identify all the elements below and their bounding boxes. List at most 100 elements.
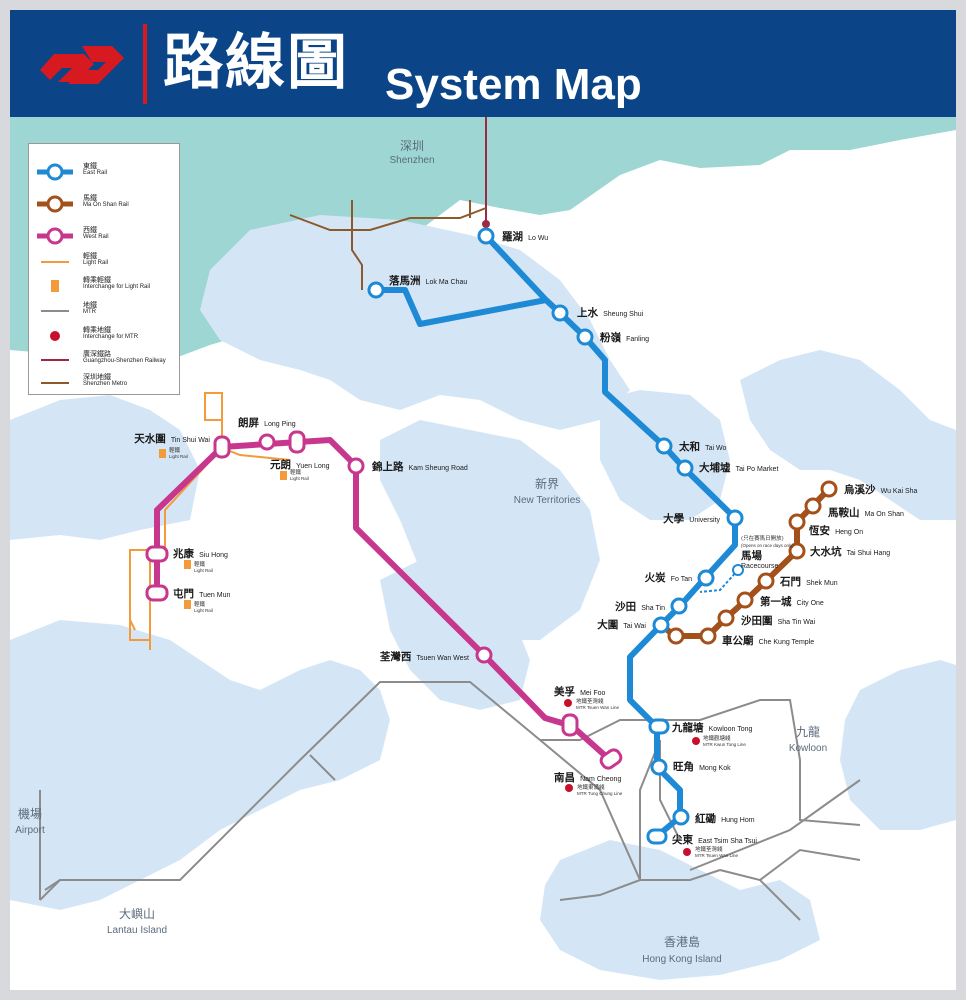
racecourse-note-en: (Opens on race days only) xyxy=(741,543,794,548)
guangzhou-shenzhen-railway-icon xyxy=(41,359,69,361)
station-siu-hong[interactable] xyxy=(145,545,169,563)
station-tai-po-market[interactable] xyxy=(676,459,694,477)
station-hung-hom[interactable] xyxy=(672,808,690,826)
station-tuen-mun[interactable] xyxy=(145,584,169,602)
station-tai-shui-hang[interactable] xyxy=(788,542,806,560)
legend-label-zh: 轉乘輕鐵 xyxy=(83,276,111,284)
station-fo-tan[interactable] xyxy=(697,569,715,587)
station-tai-wai[interactable] xyxy=(652,616,670,634)
station-label-kam-sheung-road: 錦上路 Kam Sheung Road xyxy=(371,455,468,474)
station-mei-foo[interactable] xyxy=(561,713,579,737)
station-label-tuen-mun: 屯門 Tuen Mun xyxy=(173,582,230,601)
station-fanling[interactable] xyxy=(576,328,594,346)
legend-label-en: Guangzhou-Shenzhen Railway xyxy=(83,358,166,364)
header-divider xyxy=(143,24,147,104)
station-che-kung-temple[interactable] xyxy=(699,627,717,645)
light-rail-interchange-icon xyxy=(184,600,191,609)
mtr-interchange-badges xyxy=(564,699,700,856)
legend-item-guangzhou-shenzhen: 廣深鐵路 Guangzhou-Shenzhen Railway xyxy=(29,348,179,372)
station-label-fanling: 粉嶺 Fanling xyxy=(600,326,649,345)
light-rail-icon xyxy=(41,261,69,263)
legend-label-zh: 馬鐵 xyxy=(83,194,97,202)
mtr-lines xyxy=(39,681,861,921)
mtr-line-icon xyxy=(41,310,69,312)
station-university[interactable] xyxy=(726,509,744,527)
region-label-lantau-en: Lantau Island xyxy=(107,925,167,936)
tin-shui-wai-lr-zh: 輕鐵 xyxy=(169,446,181,454)
station-city-one[interactable] xyxy=(736,591,754,609)
station-wu-kai-sha[interactable] xyxy=(820,480,838,498)
station-long-ping[interactable] xyxy=(258,433,276,451)
station-sheung-shui[interactable] xyxy=(551,304,569,322)
nam-cheong-mtr-zh: 地鐵東涌綫 xyxy=(577,783,605,791)
station-label-yuen-long: 元朗 Yuen Long xyxy=(270,453,330,472)
mei-foo-mtr-zh: 地鐵荃灣綫 xyxy=(576,697,604,705)
station-label-east-tsim-sha-tsui: 尖東 East Tsim Sha Tsui xyxy=(672,828,757,847)
legend-item-west-rail: 西鐵 West Rail xyxy=(29,224,179,248)
station-lok-ma-chau[interactable] xyxy=(367,281,385,299)
water-areas xyxy=(10,350,956,980)
station-yuen-long[interactable] xyxy=(288,430,306,454)
ma-on-shan-rail-icon xyxy=(37,195,73,213)
page-title-zh: 路線圖 xyxy=(163,28,349,98)
region-label-kowloon-en: Kowloon xyxy=(789,743,827,754)
station-label-racecourse-en: Racecourse xyxy=(741,563,778,570)
station-tai-wai-mos[interactable] xyxy=(667,627,685,645)
mtr-interchange-icon xyxy=(683,848,691,856)
kowloon-tong-mtr-zh: 地鐵觀塘綫 xyxy=(703,734,731,742)
region-label-airport-zh: 機場 xyxy=(18,806,42,821)
station-tin-shui-wai[interactable] xyxy=(213,435,231,459)
station-ma-on-shan[interactable] xyxy=(804,497,822,515)
page-title-en: System Map xyxy=(385,60,642,109)
legend-label-zh: 東鐵 xyxy=(83,162,97,170)
legend-item-light-rail: 輕鐵 Light Rail xyxy=(29,250,179,274)
station-lo-wu[interactable] xyxy=(477,227,495,245)
light-rail-interchange-icon xyxy=(184,560,191,569)
legend-label-en: Ma On Shan Rail xyxy=(83,202,129,208)
legend-label-en: Light Rail xyxy=(83,260,109,266)
west-rail-line xyxy=(154,437,613,763)
station-label-heng-on: 恆安 Heng On xyxy=(808,519,863,538)
station-tai-wo[interactable] xyxy=(655,437,673,455)
station-label-sheung-shui: 上水 Sheung Shui xyxy=(577,301,644,320)
station-label-tai-wo: 太和 Tai Wo xyxy=(678,435,726,454)
east-tst-mtr-en: MTR Tsuen Wan Line xyxy=(695,853,739,858)
mtr-interchange-icon xyxy=(565,784,573,792)
tuen-mun-lr-zh: 輕鐵 xyxy=(194,600,206,608)
nam-cheong-mtr-en: MTR Tung Chung Line xyxy=(577,791,623,796)
legend-label-zh: 地鐵 xyxy=(83,301,97,309)
siu-hong-lr-zh: 輕鐵 xyxy=(194,560,206,568)
station-tsuen-wan-west[interactable] xyxy=(475,646,493,664)
station-sha-tin[interactable] xyxy=(670,597,688,615)
station-mong-kok[interactable] xyxy=(650,758,668,776)
light-rail-interchange-icon xyxy=(159,449,166,458)
legend-label-en: East Rail xyxy=(83,170,108,176)
station-racecourse[interactable] xyxy=(732,564,744,576)
station-label-tsuen-wan-west: 荃灣西 Tsuen Wan West xyxy=(380,645,469,664)
kowloon-tong-mtr-en: MTR Kwun Tong Line xyxy=(703,742,746,747)
legend-label-en: MTR xyxy=(83,309,96,315)
legend-label-en: Interchange for Light Rail xyxy=(83,284,151,290)
station-label-tai-shui-hang: 大水坑 Tai Shui Hang xyxy=(810,540,890,559)
station-heng-on[interactable] xyxy=(788,513,806,531)
station-label-nam-cheong: 南昌 Nam Cheong xyxy=(554,766,621,785)
racecourse-note: (只在賽馬日開放) xyxy=(741,534,784,542)
mtr-interchange-icon xyxy=(692,737,700,745)
legend-label-en: Interchange for MTR xyxy=(83,334,139,340)
header-bar: 路線圖 System Map xyxy=(10,10,956,117)
station-kam-sheung-road[interactable] xyxy=(347,457,365,475)
region-label-hong-kong-island-zh: 香港島 xyxy=(664,934,700,949)
station-sha-tin-wai[interactable] xyxy=(717,609,735,627)
station-shek-mun[interactable] xyxy=(757,572,775,590)
station-label-mong-kok: 旺角 Mong Kok xyxy=(673,755,731,774)
mtr-interchange-icon xyxy=(50,331,60,341)
station-label-lok-ma-chau: 落馬洲 Lok Ma Chau xyxy=(389,269,467,288)
station-east-tsim-sha-tsui[interactable] xyxy=(646,828,668,845)
west-rail-stations xyxy=(145,430,623,771)
station-nam-cheong[interactable] xyxy=(599,748,623,771)
map-canvas: 深圳 Shenzhen 新界 New Territories 九龍 Kowloo… xyxy=(10,117,956,990)
station-kowloon-tong[interactable] xyxy=(648,718,670,735)
station-label-kowloon-tong: 九龍塘 Kowloon Tong xyxy=(671,716,753,735)
racecourse-spur xyxy=(699,569,739,593)
legend-label-en: Shenzhen Metro xyxy=(83,381,128,387)
